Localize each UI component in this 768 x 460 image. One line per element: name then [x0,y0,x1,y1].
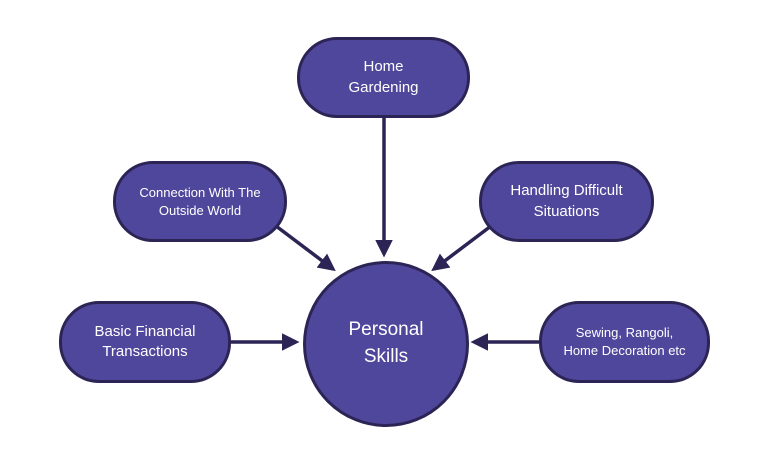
node-connection-outside-world: Connection With The Outside World [113,161,287,242]
node-basic-financial-transactions: Basic Financial Transactions [59,301,231,383]
node-home-gardening-label: Home Gardening [348,58,419,96]
arrow-upper-left-to-center [274,224,336,272]
node-sewing-rangoli-decoration: Sewing, Rangoli, Home Decoration etc [539,301,710,383]
center-node-label: Personal Skills [348,319,424,367]
node-basic-financial-transactions-label: Basic Financial Transactions [94,322,196,360]
node-sewing-rangoli-decoration-label: Sewing, Rangoli, Home Decoration etc [563,325,686,358]
node-handling-difficult-situations: Handling Difficult Situations [479,161,654,242]
node-connection-outside-world-label: Connection With The Outside World [139,184,261,218]
arrow-upper-right-to-center [431,224,493,272]
node-home-gardening: Home Gardening [297,37,470,118]
center-node-personal-skills: Personal Skills [303,261,469,427]
node-handling-difficult-situations-label: Handling Difficult Situations [510,182,623,220]
